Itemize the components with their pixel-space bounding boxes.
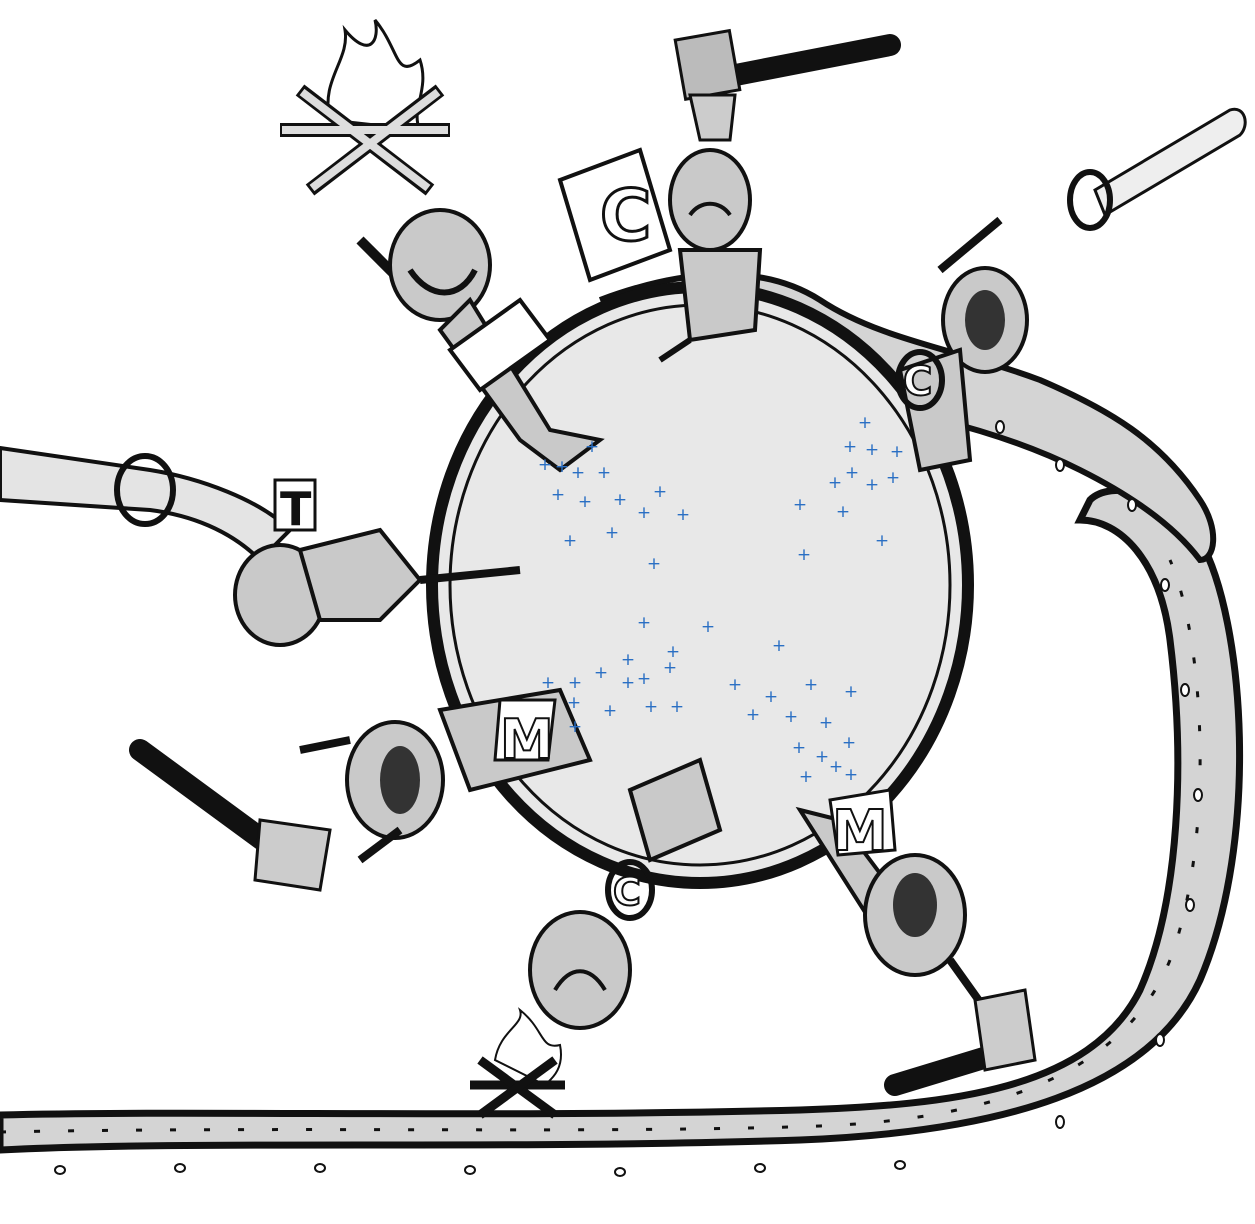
- marker-plus: +: [578, 492, 592, 512]
- marker-plus: +: [653, 482, 667, 502]
- marker-plus: +: [613, 490, 627, 510]
- marker-plus: +: [799, 767, 813, 787]
- marker-plus: +: [597, 463, 611, 483]
- tag-letter-bottom-right: M: [832, 799, 888, 864]
- marker-plus: +: [815, 747, 829, 767]
- marker-plus: +: [793, 495, 807, 515]
- marker-plus: +: [890, 442, 904, 462]
- marker-plus: +: [792, 738, 806, 758]
- marker-plus: +: [568, 673, 582, 693]
- marker-plus: +: [819, 713, 833, 733]
- marker-plus: +: [875, 531, 889, 551]
- small-campfire-icon: [470, 1010, 565, 1115]
- marker-plus: +: [865, 440, 879, 460]
- marker-plus: +: [842, 733, 856, 753]
- marker-plus: +: [585, 437, 599, 457]
- marker-plus: +: [571, 463, 585, 483]
- marker-plus: +: [555, 457, 569, 477]
- marker-plus: +: [829, 757, 843, 777]
- marker-plus: +: [845, 463, 859, 483]
- marker-plus: +: [644, 697, 658, 717]
- marker-plus: +: [701, 617, 715, 637]
- marker-plus: +: [886, 468, 900, 488]
- marker-plus: +: [621, 673, 635, 693]
- marker-plus: +: [865, 475, 879, 495]
- marker-plus: +: [621, 650, 635, 670]
- marker-plus: +: [637, 503, 651, 523]
- left-tube: [0, 448, 290, 560]
- marker-plus: +: [637, 669, 651, 689]
- tag-letter-bottom-left: M: [500, 708, 554, 771]
- marker-plus: +: [764, 687, 778, 707]
- marker-plus: +: [844, 765, 858, 785]
- marker-plus: +: [551, 485, 565, 505]
- ring-letter-bottom: C: [613, 870, 641, 914]
- marker-plus: +: [836, 502, 850, 522]
- marker-plus: +: [843, 437, 857, 457]
- marker-plus: +: [594, 663, 608, 683]
- marker-plus: +: [828, 473, 842, 493]
- ring-letter-top-right: C: [903, 359, 932, 405]
- marker-plus: +: [844, 682, 858, 702]
- marker-plus: +: [746, 705, 760, 725]
- marker-plus: +: [568, 717, 582, 737]
- marker-plus: +: [567, 693, 581, 713]
- campfire-icon: [280, 20, 450, 190]
- marker-plus: +: [637, 613, 651, 633]
- marker-plus: +: [797, 545, 811, 565]
- marker-plus: +: [541, 673, 555, 693]
- marker-plus: +: [670, 697, 684, 717]
- marker-plus: +: [858, 413, 872, 433]
- marker-plus: +: [772, 636, 786, 656]
- marker-plus: +: [784, 707, 798, 727]
- tag-letter-left: T: [280, 482, 312, 536]
- ring-tube-top-right: [1070, 109, 1245, 228]
- marker-plus: +: [605, 523, 619, 543]
- marker-plus: +: [563, 531, 577, 551]
- marker-plus: +: [647, 554, 661, 574]
- marker-plus: +: [804, 675, 818, 695]
- sign-letter: C: [600, 175, 651, 257]
- marker-plus: +: [728, 675, 742, 695]
- figure-bottom-right-hammer: M: [800, 790, 1035, 1085]
- marker-plus: +: [538, 455, 552, 475]
- marker-plus: +: [663, 658, 677, 678]
- hammer-icon: [675, 31, 890, 140]
- marker-plus: +: [603, 701, 617, 721]
- marker-plus: +: [676, 505, 690, 525]
